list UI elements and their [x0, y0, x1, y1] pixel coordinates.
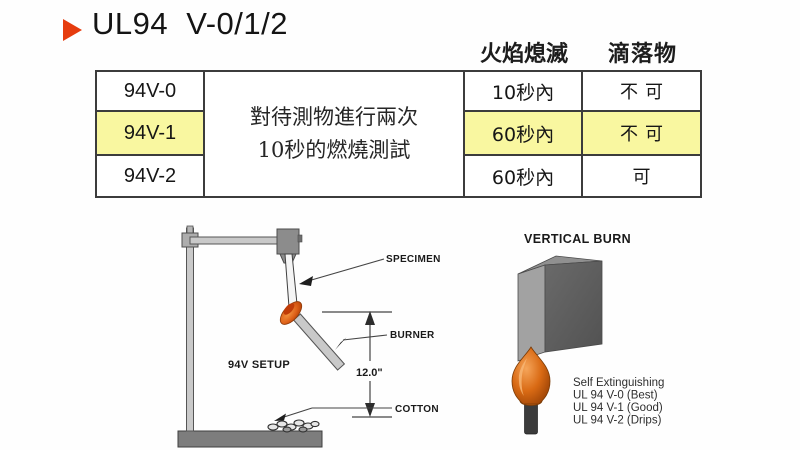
note-v2-drips: UL 94 V-2 (Drips): [573, 415, 662, 427]
block-front-face: [544, 260, 603, 353]
drips-cell-94v2: 可: [583, 156, 700, 196]
cotton-arrowhead: [274, 413, 286, 421]
burner-flame-core: [283, 303, 295, 315]
distance-label: 12.0": [356, 367, 383, 379]
flame-highlight: [518, 358, 527, 396]
stand-base: [177, 430, 323, 448]
clamp-screw: [297, 234, 303, 243]
setup-caption: 94V SETUP: [228, 359, 290, 371]
vertical-burn-heading: VERTICAL BURN: [524, 232, 631, 246]
burner-arrowhead: [335, 337, 347, 350]
dimension-arrow-up: [365, 311, 375, 325]
column-header-drips: 滴落物: [607, 42, 677, 67]
specimen-arrowhead: [299, 276, 313, 286]
specimen-label: SPECIMEN: [386, 254, 441, 265]
grade-cell-94v1-highlighted: 94V-1: [97, 112, 205, 156]
block-left-face: [517, 264, 546, 362]
stand-pole: [186, 227, 194, 432]
ul94-grade-table: 94V-0 94V-1 94V-2 對待測物進行兩次 10秒的燃燒測試 10秒內…: [95, 70, 702, 198]
cotton-leader-angled: [283, 407, 313, 418]
note-v1-good: UL 94 V-1 (Good): [573, 402, 663, 414]
cotton-label: COTTON: [395, 404, 439, 415]
94v-setup-diagram: 12.0" SPECIMEN BURNER COTTON 94V SETUP: [177, 225, 441, 448]
dimension-arrow-down: [365, 403, 375, 417]
column-header-flame-extinguish: 火焰熄滅: [479, 42, 568, 67]
drips-cell-94v1-highlighted: 不可: [583, 112, 700, 156]
specimen-block: [517, 255, 603, 362]
bullet-triangle-icon: [63, 19, 82, 41]
flame-out-cell-94v2: 60秒內: [465, 156, 583, 196]
flame-icon: [511, 346, 551, 435]
grade-cell-94v2: 94V-2: [97, 156, 205, 196]
flame-out-cell-94v1-highlighted: 60秒內: [465, 112, 583, 156]
note-self-extinguishing: Self Extinguishing: [573, 377, 664, 389]
burner-label: BURNER: [390, 330, 435, 341]
test-description-line2: 10秒的燃燒測試: [257, 138, 411, 162]
cotton-pile: [267, 419, 320, 433]
specimen-clamp: [276, 228, 300, 255]
flame-out-cell-94v0: 10秒內: [465, 72, 583, 112]
burner-tube: [292, 313, 346, 371]
burner-leader: [342, 334, 388, 341]
drips-cell-94v0: 不可: [583, 72, 700, 112]
test-description-cell: 對待測物進行兩次 10秒的燃燒測試: [205, 72, 465, 196]
specimen-leader: [307, 258, 385, 282]
vertical-burn-illustration: VERTICAL BURN Self Extinguishing UL 94 V…: [511, 232, 664, 435]
grade-cell-94v0: 94V-0: [97, 72, 205, 112]
test-description-line1: 對待測物進行兩次: [250, 105, 418, 130]
note-v0-best: UL 94 V-0 (Best): [573, 390, 658, 402]
page-title: UL94 V-0/1/2: [92, 6, 288, 41]
torch-stem: [524, 401, 538, 435]
stand-arm: [189, 236, 291, 245]
specimen-strip: [284, 253, 298, 308]
